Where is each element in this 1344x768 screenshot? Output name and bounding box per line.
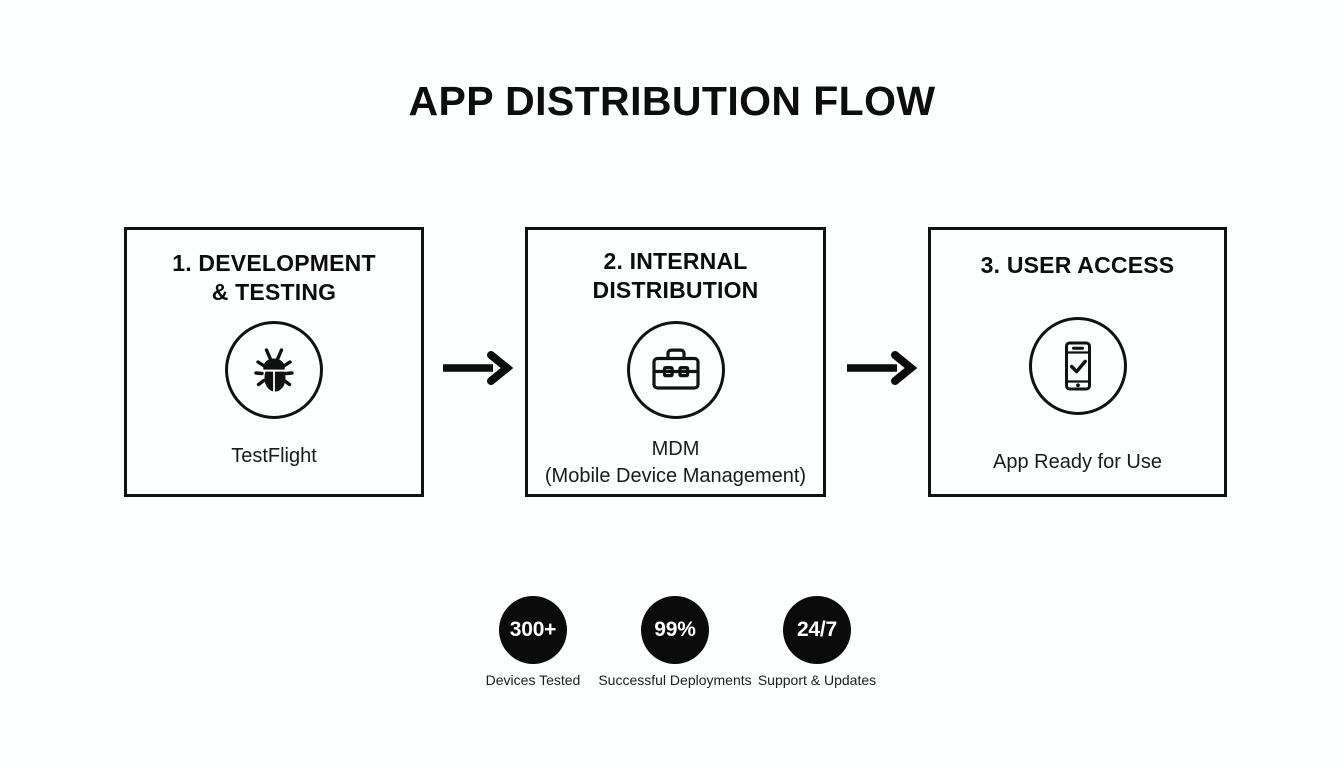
stage-label-line1: TestFlight [231, 445, 317, 467]
stage-card-internal-distribution[interactable]: 2. INTERNAL DISTRIBUTION MDM (Mobile Dev… [525, 227, 826, 497]
stage-heading-line2: DISTRIBUTION [592, 277, 759, 303]
flow-diagram: 1. DEVELOPMENT & TESTING [0, 227, 1344, 499]
stage-heading-line1: 2. INTERNAL [603, 248, 748, 274]
stage-label: App Ready for Use [905, 449, 1250, 476]
briefcase-icon [626, 321, 725, 419]
stage-heading: 1. DEVELOPMENT & TESTING [107, 249, 441, 307]
arrow-right-icon [845, 351, 918, 385]
stage-label: MDM (Mobile Device Management) [502, 436, 849, 490]
arrow-right-icon [441, 351, 514, 385]
stat-value-badge: 99% [641, 596, 709, 664]
stage-label-line1: MDM [651, 438, 700, 460]
stage-card-user-access[interactable]: 3. USER ACCESS App Ready for Use [928, 227, 1227, 497]
stats-row: 300+ Devices Tested 99% Successful Deplo… [0, 596, 1344, 696]
stat-successful-deployments: 99% Successful Deployments [575, 596, 775, 688]
phone-check-icon [1028, 317, 1127, 415]
stage-label-line2: (Mobile Device Management) [544, 465, 807, 487]
stage-heading: 2. INTERNAL DISTRIBUTION [508, 247, 843, 305]
stat-caption: Support & Updates [757, 672, 877, 688]
bug-icon [225, 321, 323, 419]
stat-devices-tested: 300+ Devices Tested [433, 596, 633, 688]
stage-heading-line1: 3. USER ACCESS [980, 252, 1175, 278]
stage-card-development-testing[interactable]: 1. DEVELOPMENT & TESTING [124, 227, 424, 497]
stage-label: TestFlight [101, 443, 447, 470]
stage-label-line1: App Ready for Use [993, 451, 1162, 473]
stat-caption: Successful Deployments [598, 672, 752, 688]
page-title: APP DISTRIBUTION FLOW [408, 78, 936, 124]
stat-caption: Devices Tested [485, 672, 581, 688]
stage-heading-line2: & TESTING [211, 279, 337, 305]
stage-heading: 3. USER ACCESS [911, 251, 1244, 280]
stat-support-updates: 24/7 Support & Updates [717, 596, 917, 688]
stat-value-badge: 24/7 [783, 596, 851, 664]
stat-value-badge: 300+ [499, 596, 567, 664]
stage-heading-line1: 1. DEVELOPMENT [172, 250, 376, 276]
